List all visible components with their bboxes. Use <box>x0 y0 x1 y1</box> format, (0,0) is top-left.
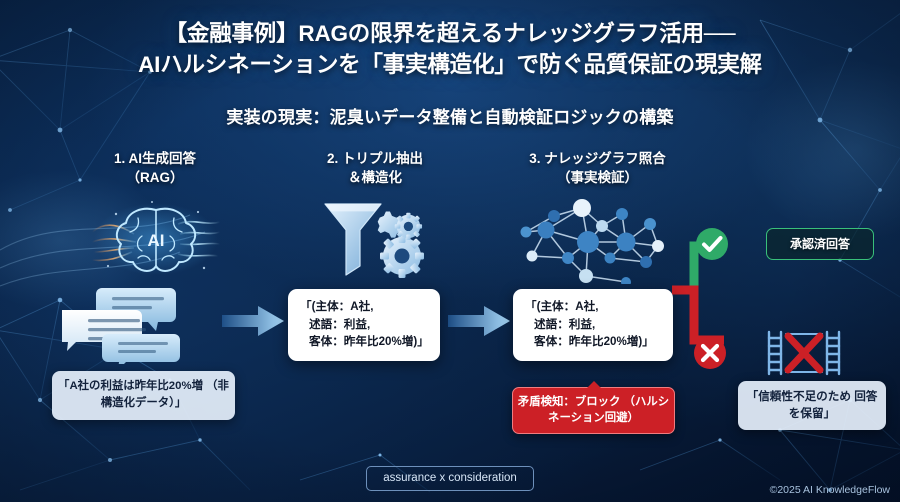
triple-card-2: 「(主体：A社, 述語：利益, 客体：昨年比20%増)」 <box>513 289 673 361</box>
title-line-2: AIハルシネーションを「事実構造化」で防ぐ品質保証の現実解 <box>138 52 762 77</box>
footer-tag: assurance x consideration <box>366 466 534 491</box>
chat-bubbles-icon <box>62 286 212 364</box>
step-1-line-2: （RAG） <box>126 170 184 185</box>
triple-1-line-2: 述語：利益, <box>309 317 371 331</box>
cross-circle-icon <box>690 333 730 373</box>
title-line-1: 【金融事例】RAGの限界を超えるナレッジグラフ活用── <box>164 21 736 46</box>
page-subtitle: 実装の現実：泥臭いデータ整備と自動検証ロジックの構築 <box>226 108 674 127</box>
footer-tag-label: assurance x consideration <box>383 472 517 484</box>
arrow-right-icon-2 <box>448 305 510 337</box>
raw-answer-line-1: 「A社の利益は昨年比20%増 <box>58 380 203 392</box>
step-2-line-2: ＆構造化 <box>348 170 402 185</box>
triple-2-line-1: 「(主体：A社, <box>525 300 599 313</box>
triple-2-line-2: 述語：利益, <box>534 317 596 331</box>
triple-1-line-3: 客体：昨年比20%増)」 <box>309 335 429 348</box>
step-heading-3: 3. ナレッジグラフ照合 （事実検証） <box>490 149 705 187</box>
raw-answer-card: 「A社の利益は昨年比20%増 （非構造化データ）」 <box>52 371 235 420</box>
blocked-gate-icon <box>762 328 846 378</box>
step-heading-1: 1. AI生成回答 （RAG） <box>60 149 250 187</box>
triple-2-line-3: 客体：昨年比20%増)」 <box>534 335 654 348</box>
brain-ai-label: AI <box>148 231 165 250</box>
brain-icon: AI <box>92 196 220 282</box>
page-title: 【金融事例】RAGの限界を超えるナレッジグラフ活用── AIハルシネーションを「… <box>0 18 900 80</box>
copyright-text: ©2025 AI KnowledgeFlow <box>769 484 890 496</box>
step-heading-2: 2. トリプル抽出 ＆構造化 <box>280 149 470 187</box>
triple-1-line-1: 「(主体：A社, <box>300 300 374 313</box>
check-circle-icon <box>692 224 732 264</box>
hold-line-1: 「信頼性不足のため <box>746 390 851 403</box>
arrow-right-icon-1 <box>222 305 284 337</box>
step-2-line-1: 2. トリプル抽出 <box>326 151 423 166</box>
conflict-line-1: 矛盾検知：ブロック <box>517 396 621 408</box>
step-1-line-1: 1. AI生成回答 <box>113 151 196 166</box>
hold-answer-card: 「信頼性不足のため 回答を保留」 <box>738 381 886 430</box>
funnel-gears-icon <box>322 198 426 278</box>
approved-answer-badge: 承認済回答 <box>766 228 874 260</box>
conflict-detected-badge: 矛盾検知：ブロック （ハルシネーション回避） <box>512 381 675 434</box>
triple-card-1: 「(主体：A社, 述語：利益, 客体：昨年比20%増)」 <box>288 289 440 361</box>
step-3-line-2: （事実検証） <box>557 170 638 185</box>
knowledge-graph-icon <box>506 196 682 284</box>
approved-answer-label: 承認済回答 <box>789 237 850 251</box>
step-3-line-1: 3. ナレッジグラフ照合 <box>529 151 666 166</box>
